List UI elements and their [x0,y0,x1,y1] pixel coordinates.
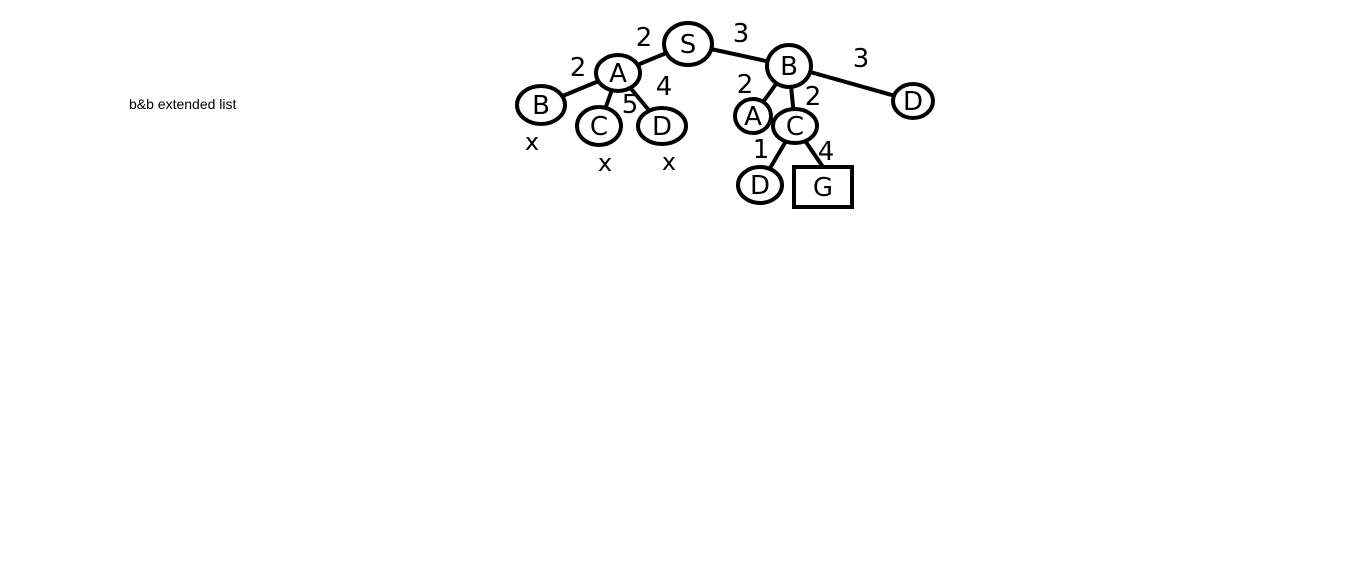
node-label-C2: C [786,112,804,142]
node-D2: D [891,82,935,120]
node-label-B2: B [780,52,798,82]
node-shape-D1 [636,106,688,146]
node-C2: C [771,107,819,145]
edge-cost-B2-D2: 3 [853,44,870,74]
node-label-G: G [813,173,833,203]
edge-cost-S-B2: 3 [733,19,750,49]
node-label-B1: B [532,91,550,121]
node-shape-D3 [736,165,784,205]
node-D3: D [736,165,784,205]
edge-cost-C2-D3: 1 [753,135,770,165]
node-shape-S [662,21,714,67]
edge-cost-C2-G: 4 [818,137,835,167]
node-label-C1: C [590,112,608,142]
edge-cost-B2-A2: 2 [737,70,754,100]
node-A1: A [594,53,642,93]
node-C1: C [575,105,623,147]
node-label-S: S [680,30,697,60]
node-B2: B [765,43,813,89]
edge-cost-A1-D1: 4 [656,72,673,102]
pruned-mark-B1: x [525,128,539,156]
node-D1: D [636,106,688,146]
pruned-mark-D1: x [662,148,676,176]
node-shape-C1 [575,105,623,147]
node-label-D2: D [903,87,923,117]
edge-cost-B2-C2: 2 [805,82,822,112]
pruned-mark-C1: x [598,149,612,177]
node-shape-B1 [515,84,567,126]
edge-cost-A1-C1: 5 [622,90,639,120]
node-shape-B2 [765,43,813,89]
node-shape-A1 [594,53,642,93]
edge-cost-S-A1: 2 [636,23,653,53]
node-label-A1: A [609,59,627,89]
node-shape-G [792,165,854,209]
node-label-D1: D [652,112,672,142]
node-shape-C2 [771,107,819,145]
node-label-D3: D [750,171,770,201]
node-label-A2: A [744,102,762,132]
node-A2: A [733,97,773,135]
node-shape-A2 [733,97,773,135]
node-G: G [792,165,854,209]
node-shape-D2 [891,82,935,120]
node-B1: B [515,84,567,126]
node-S: S [662,21,714,67]
diagram-caption: b&b extended list [129,96,237,112]
edge-cost-A1-B1: 2 [570,53,587,83]
